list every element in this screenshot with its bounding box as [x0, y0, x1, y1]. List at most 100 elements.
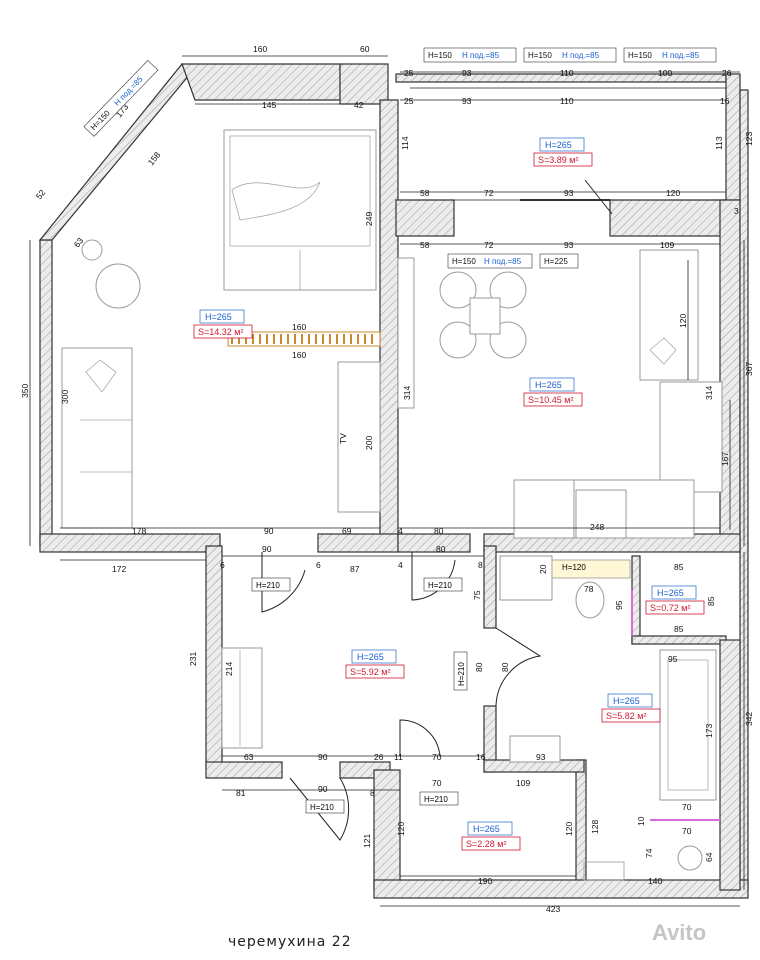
dim: 85 [674, 562, 684, 572]
dim: 300 [60, 390, 70, 404]
dim: 78 [584, 584, 594, 594]
dim: 25 [404, 96, 414, 106]
dim: 231 [188, 652, 198, 666]
dim: 8 [478, 560, 483, 570]
dim: 200 [364, 436, 374, 450]
sofa [61, 347, 133, 529]
dim: 178 [132, 526, 146, 536]
dim: 6 [316, 560, 321, 570]
room-height-box [539, 137, 585, 152]
storage-details [583, 861, 625, 881]
dim: 87 [350, 564, 360, 574]
tv-label: TV [338, 433, 348, 444]
dim: 26 [722, 68, 732, 78]
dim: 80 [500, 662, 510, 672]
dim: 16 [720, 96, 730, 106]
win-sill: H под.=85 [562, 51, 600, 60]
dim: 25 [404, 68, 414, 78]
dim: 158 [146, 150, 163, 168]
dim: 75 [472, 590, 482, 600]
dim: 85 [674, 624, 684, 634]
wardrobe [221, 647, 263, 749]
dim: 167 [720, 452, 730, 466]
dim: 70 [432, 752, 442, 762]
balcony-details [410, 87, 726, 215]
dim: 172 [112, 564, 126, 574]
dim: 58 [420, 188, 430, 198]
dim: 120 [678, 314, 688, 328]
dim: 123 [744, 132, 754, 146]
dim: 63 [244, 752, 254, 762]
dim: 4 [398, 526, 403, 536]
dim: 52 [34, 187, 48, 201]
dim: 64 [704, 852, 714, 862]
room-area: S=5.92 м² [350, 667, 390, 677]
dim: 120 [564, 822, 574, 836]
dim: 214 [224, 662, 234, 676]
dim: 42 [354, 100, 364, 110]
dim: 350 [20, 384, 30, 398]
win-sill: H под.=85 [484, 257, 522, 266]
room-height: H=265 [545, 140, 572, 150]
towel-rail [509, 735, 561, 763]
dim: 160 [292, 322, 306, 332]
dim: 95 [668, 654, 678, 664]
dim: 80 [434, 526, 444, 536]
dim: 81 [236, 788, 246, 798]
dim: 140 [648, 876, 662, 886]
door-height: H=210 [256, 581, 280, 590]
dim: 114 [400, 136, 410, 150]
room-area-box [193, 324, 253, 339]
room-height: H=265 [613, 696, 640, 706]
room-height-box [651, 585, 697, 600]
room-area-box [461, 836, 521, 851]
room-area: S=2.28 м² [466, 839, 506, 849]
win-sill: H под.=85 [662, 51, 700, 60]
door-height: H=210 [424, 795, 448, 804]
dim: 93 [564, 240, 574, 250]
dim: 128 [590, 820, 600, 834]
plant [81, 239, 103, 261]
room-height: H=265 [205, 312, 232, 322]
dim: 58 [420, 240, 430, 250]
kitchen-door-height: H=225 [544, 257, 568, 266]
room-height-box [529, 377, 575, 392]
dim: 249 [364, 212, 374, 226]
dim: 423 [546, 904, 560, 914]
room-height: H=265 [657, 588, 684, 598]
dim: 69 [342, 526, 352, 536]
win-height: H=150 [428, 51, 452, 60]
dim: 160 [253, 44, 267, 54]
dim: 93 [564, 188, 574, 198]
dim: 120 [396, 822, 406, 836]
dim: 120 [666, 188, 680, 198]
room-area: S=14.32 м² [198, 327, 243, 337]
dim: 90 [318, 784, 328, 794]
dim: 314 [402, 386, 412, 400]
dim: 95 [614, 600, 624, 610]
room-height-box [607, 693, 653, 708]
dim: 60 [360, 44, 370, 54]
win-height: H=150 [452, 257, 476, 266]
dim: 70 [682, 802, 692, 812]
room-height-box [199, 309, 245, 324]
dim: 3 [734, 206, 739, 216]
win-sill: H под.=85 [462, 51, 500, 60]
door-height: H=210 [457, 662, 466, 686]
wc-door-height: H=120 [562, 563, 586, 572]
win-height: H=150 [528, 51, 552, 60]
room-area: S=0.72 м² [650, 603, 690, 613]
dim: 173 [704, 724, 714, 738]
dim: 72 [484, 240, 494, 250]
sink [499, 555, 553, 601]
room-area: S=5.82 м² [606, 711, 646, 721]
room-area: S=10.45 м² [528, 395, 573, 405]
dim: 109 [516, 778, 530, 788]
dim: 10 [636, 816, 646, 826]
dim: 342 [744, 712, 754, 726]
room-height-box [467, 821, 513, 836]
dim: 11 [394, 752, 403, 762]
dim: 190 [478, 876, 492, 886]
dim: 93 [536, 752, 546, 762]
dimension-lines [29, 55, 745, 907]
